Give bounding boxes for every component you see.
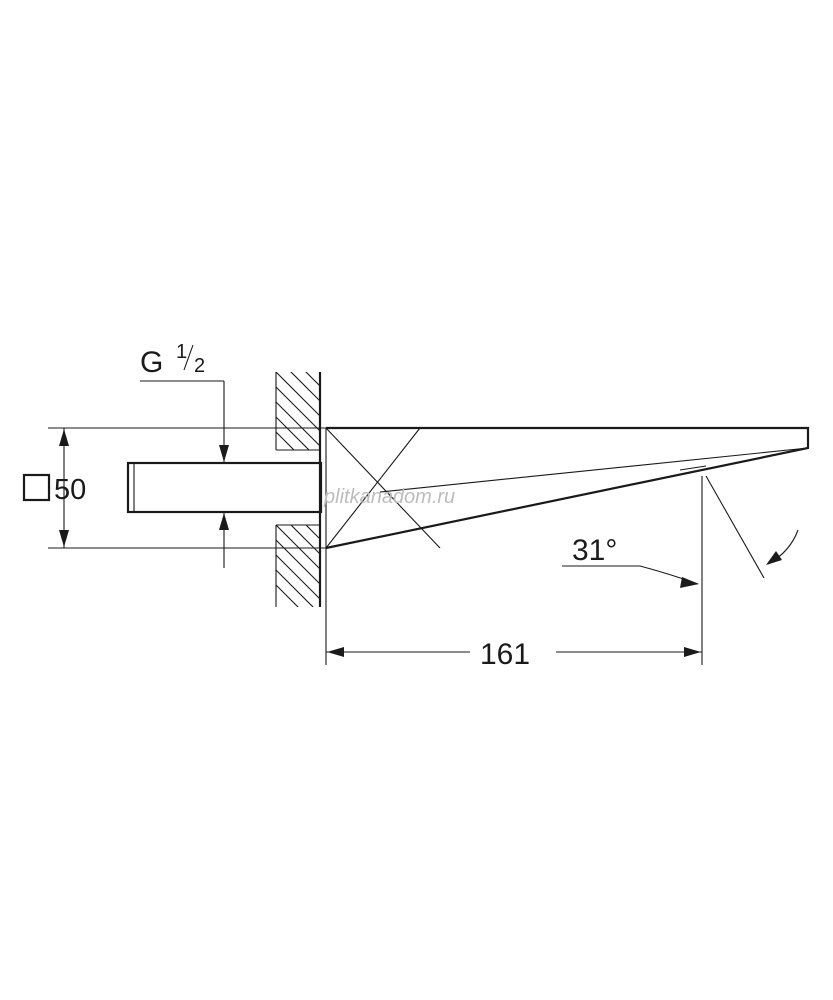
angle-label: 31° (572, 534, 617, 567)
length-dimension: 161 (326, 476, 703, 671)
square-icon (22, 473, 51, 502)
thread-numerator-label: 1 (176, 341, 187, 363)
wall-hatching (275, 372, 320, 607)
thread-denominator-label: 2 (194, 355, 205, 377)
length-label: 161 (480, 638, 530, 671)
height-dimension: 50 (22, 427, 326, 549)
square-size-label: 50 (54, 474, 86, 506)
watermark-text: plitkanadom.ru (323, 486, 455, 508)
thread-dimension: G 1 2 (140, 341, 229, 568)
spout-body (325, 426, 810, 550)
thread-prefix-label: G (140, 346, 163, 379)
angle-dimension: 31° (562, 475, 799, 588)
